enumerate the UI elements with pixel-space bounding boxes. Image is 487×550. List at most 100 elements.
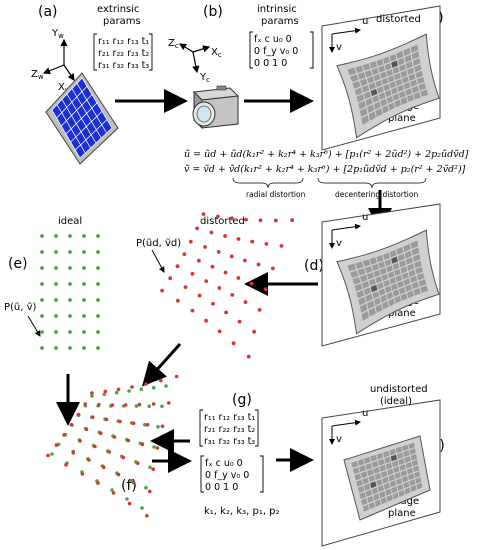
board-cell [404, 250, 412, 259]
intrinsic-caption-1: intrinsic [257, 4, 297, 15]
overlay-ideal-dot [156, 424, 160, 429]
overlay-distorted-dot [97, 402, 101, 407]
overlay-distorted-dot [87, 458, 91, 462]
board-cell [400, 70, 408, 78]
board-cell [405, 284, 413, 292]
distorted-board-d [336, 229, 440, 335]
distorted-caption-d: distorted [200, 216, 245, 227]
board-cell [405, 61, 413, 69]
ideal-dot [82, 282, 86, 286]
board-cell [358, 296, 366, 306]
plane-caption-d: plane [388, 308, 416, 319]
board-cell [380, 71, 387, 79]
board-cell [405, 88, 413, 96]
distorted-dot [264, 242, 269, 246]
equation-v: ṽ = ṽd + ṽd(k₁r² + k₂r⁴ + k₃r⁶) + [2p₁ũd… [184, 164, 466, 175]
board-cell [403, 278, 411, 286]
board-cell [352, 81, 361, 89]
board-cell [372, 95, 380, 103]
board-cell [389, 480, 397, 488]
board-cell [362, 504, 370, 512]
extrinsic-row-1: r₁₁ r₁₂ r₁₃ t₁ [98, 36, 149, 47]
distortion-params-list: k₁, k₂, k₃, p₁, p₂ [204, 506, 280, 517]
overlay-distorted-dot [160, 424, 165, 429]
distorted-dot [176, 298, 180, 303]
overlay-distorted-dot [76, 412, 81, 417]
checker-square [101, 119, 113, 134]
extrinsic-row-3: r₃₁ r₃₂ r₃₃ t₃ [98, 60, 149, 71]
board-cell [414, 64, 422, 73]
board-cell [395, 274, 403, 282]
board-cell [398, 489, 405, 497]
ideal-dot [96, 234, 100, 238]
board-cell [361, 311, 369, 321]
board-cell [392, 460, 399, 468]
v-axis-label-c: v [336, 42, 342, 53]
ideal-dot [68, 234, 72, 238]
board-cell [389, 53, 397, 62]
board-cell [355, 65, 364, 73]
board-cell [394, 295, 402, 304]
board-cell [359, 78, 368, 86]
board-cell [375, 80, 383, 88]
overlay-distorted-dot [84, 427, 89, 432]
ideal-dot [68, 282, 72, 286]
overlay-ideal-dot [90, 394, 94, 398]
distorted-dot [249, 281, 254, 286]
distorted-dot [290, 218, 295, 223]
distorted-board-c [336, 33, 440, 139]
board-cell [375, 276, 383, 284]
board-cell [400, 266, 408, 274]
board-cell [416, 77, 425, 85]
overlay-distorted-dot [101, 465, 106, 470]
board-cell [390, 454, 398, 462]
distorted-dot [224, 310, 229, 315]
ideal-dot [54, 234, 58, 238]
ideal-dot [54, 298, 58, 302]
distorted-dot [252, 329, 256, 334]
board-cell [377, 282, 384, 290]
extrinsic-caption-1: extrinsic [97, 4, 140, 15]
board-cell [364, 456, 371, 464]
board-cell [375, 304, 383, 313]
board-cell [396, 452, 404, 460]
board-cell [352, 467, 360, 475]
board-cell [385, 462, 393, 470]
world-y-label: Yw [51, 28, 64, 40]
board-cell [382, 105, 389, 114]
board-cell [378, 92, 386, 100]
radial-distortion-label: radial distortion [246, 190, 306, 199]
board-cell [383, 56, 390, 64]
board-cell [406, 94, 414, 103]
board-cell [362, 477, 369, 485]
board-cell [386, 265, 393, 273]
board-cell [372, 291, 380, 299]
board-cell [414, 260, 422, 269]
overlay-distorted-dot [116, 387, 121, 392]
board-cell [354, 283, 363, 292]
board-cell [385, 488, 392, 496]
overlay-ideal-dot [114, 390, 119, 395]
board-cell [394, 99, 402, 108]
ideal-dot [82, 314, 86, 318]
board-cell [399, 64, 406, 72]
board-cell [400, 470, 407, 477]
overlay-distorted-dot [159, 378, 163, 383]
board-cell [364, 70, 373, 78]
board-cell [356, 290, 365, 299]
overlay-distorted-dot [126, 438, 131, 443]
board-cell [365, 97, 373, 106]
board-cell [361, 85, 370, 93]
board-cell [403, 481, 410, 489]
ideal-dot [82, 346, 86, 350]
board-cell [397, 484, 404, 491]
distorted-dot [250, 239, 255, 244]
board-cell [368, 111, 376, 121]
board-cell [367, 300, 375, 310]
panel-label-a: (a) [38, 4, 58, 20]
board-cell [370, 454, 377, 462]
overlay-ideal-dot [129, 478, 134, 483]
board-cell [373, 493, 380, 501]
ideal-dot [68, 266, 72, 270]
distorted-dot [263, 287, 268, 292]
